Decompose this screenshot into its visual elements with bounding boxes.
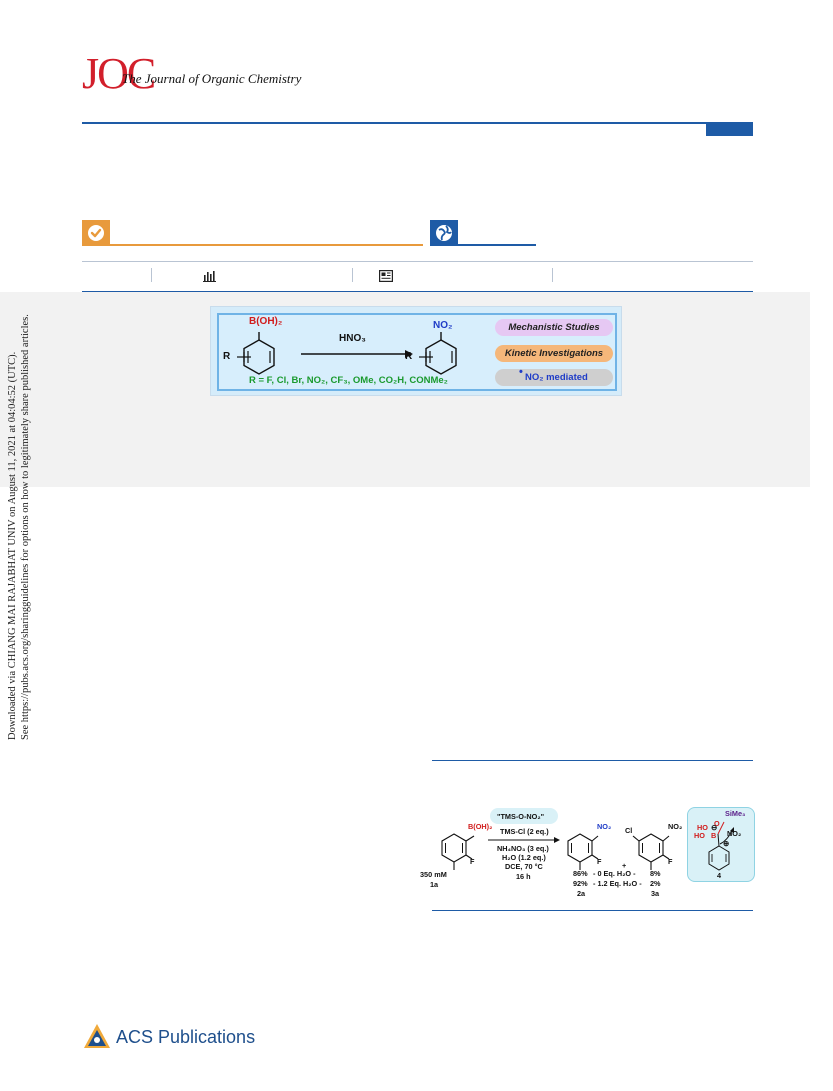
- intermediate-id: 4: [717, 871, 722, 880]
- radical-dot: •: [519, 366, 523, 378]
- header-rule: [82, 122, 753, 124]
- intermediate-minus: ⊖: [711, 823, 718, 832]
- yield-row2-condition: - 1.2 Eq. H₂O -: [593, 879, 642, 888]
- intermediate-o: O: [714, 819, 720, 828]
- toc-reaction-drawing: [237, 332, 457, 375]
- global-access-rule: [458, 244, 536, 246]
- toc-product-group: NO₂: [433, 320, 453, 331]
- scheme-reactant-sub: F: [470, 857, 475, 866]
- toc-reactant-r: R: [223, 351, 231, 362]
- global-access-badge[interactable]: [430, 220, 458, 246]
- download-notice: Downloaded via CHIANG MAI RAJABHAT UNIV …: [6, 300, 32, 740]
- scheme-product1-sub: F: [597, 857, 602, 866]
- intermediate-ho1: HO: [697, 823, 708, 832]
- toc-scope: R = F, Cl, Br, NO₂, CF₃, OMe, CO₂H, CONM…: [249, 375, 448, 386]
- scheme-product2-cl: Cl: [625, 826, 633, 835]
- pill-no2-mediated-label: NO₂ mediated: [525, 372, 588, 383]
- toc-reagent: HNO₃: [339, 333, 366, 344]
- toc-graphic: B(OH)₂ R HNO₃ NO₂ R R = F, Cl, Br, NO₂, …: [210, 306, 622, 396]
- toc-reactant-group: B(OH)₂: [249, 316, 283, 327]
- pill-mechanistic-studies: Mechanistic Studies: [495, 319, 613, 336]
- reagent-highlight: [490, 808, 558, 824]
- globe-icon: [436, 225, 452, 241]
- scheme-condition-2: NH₄NO₃ (3 eq.): [497, 844, 549, 853]
- bar-chart-icon[interactable]: [203, 269, 217, 287]
- metrics-separator: [151, 268, 152, 282]
- metrics-bar-top: [82, 261, 753, 262]
- acs-triangle-logo-icon[interactable]: [82, 1022, 112, 1057]
- intermediate-simes: SiMe₃: [725, 809, 746, 818]
- intermediate-no2: NO₂: [727, 829, 742, 838]
- pill-no2-mediated: • NO₂ mediated: [495, 366, 613, 386]
- download-notice-line1: Downloaded via CHIANG MAI RAJABHAT UNIV …: [7, 351, 18, 740]
- scheme-product1-group: NO₂: [597, 822, 612, 831]
- scheme-condition-3: H₂O (1.2 eq.): [502, 853, 546, 862]
- scheme-reagent-box: "TMS-O-NO₂": [497, 812, 545, 821]
- journal-logo[interactable]: JOC: [82, 49, 156, 98]
- header-tab: [706, 122, 753, 136]
- scheme-drawing: [441, 821, 734, 871]
- intermediate-b: B: [711, 831, 717, 840]
- scheme-reactant-group: B(OH)₂: [468, 822, 493, 831]
- yield-row2-p2: 2%: [650, 879, 661, 888]
- journal-name[interactable]: The Journal of Organic Chemistry: [122, 71, 302, 86]
- intermediate-highlight: [687, 807, 755, 882]
- yield-row1-p1: 86%: [573, 869, 588, 878]
- scheme-reactant-conc: 350 mM: [420, 870, 447, 879]
- yield-row1-condition: - 0 Eq. H₂O -: [593, 869, 636, 878]
- open-access-badge[interactable]: [82, 220, 110, 246]
- check-circle-icon: [88, 225, 104, 241]
- yield-row2-p1: 92%: [573, 879, 588, 888]
- scheme-product2-sub: F: [668, 857, 673, 866]
- intermediate-plus: ⊕: [723, 839, 730, 848]
- download-notice-line2[interactable]: See https://pubs.acs.org/sharingguidelin…: [20, 314, 31, 740]
- scheme-bottom-rule: [432, 910, 753, 911]
- pill-kinetic-investigations: Kinetic Investigations: [495, 345, 613, 362]
- scheme-condition-1: TMS-Cl (2 eq.): [500, 827, 549, 836]
- scheme-plus: +: [622, 861, 627, 870]
- scheme-reactant-id: 1a: [430, 880, 439, 889]
- scheme-product1-id: 2a: [577, 889, 586, 898]
- intermediate-ho2: HO: [694, 831, 705, 840]
- metrics-separator: [352, 268, 353, 282]
- metrics-separator: [552, 268, 553, 282]
- scheme-product2-group: NO₂: [668, 822, 683, 831]
- scheme-condition-5: 16 h: [516, 872, 531, 881]
- yield-row1-p2: 8%: [650, 869, 661, 878]
- scheme-condition-4: DCE, 70 °C: [505, 862, 543, 871]
- open-access-rule: [110, 244, 423, 246]
- toc-graphic-frame: B(OH)₂ R HNO₃ NO₂ R R = F, Cl, Br, NO₂, …: [217, 313, 617, 391]
- publisher-name[interactable]: ACS Publications: [116, 1027, 256, 1047]
- toc-product-r: R: [405, 351, 413, 362]
- scheme-product2-id: 3a: [651, 889, 660, 898]
- scheme-top-rule: [432, 760, 753, 761]
- article-recommendations-icon[interactable]: [379, 269, 394, 287]
